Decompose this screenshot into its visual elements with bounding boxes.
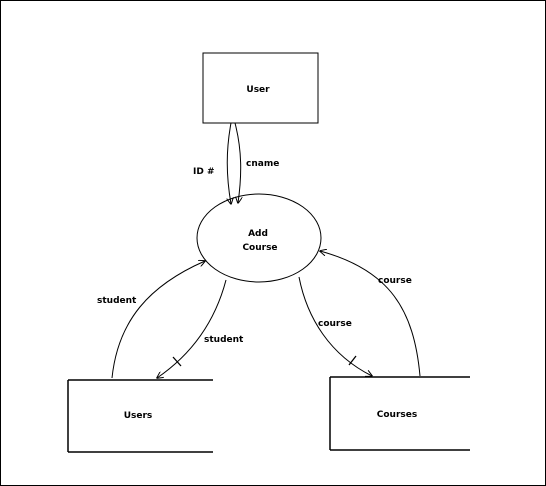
flow-student-out-tick bbox=[172, 356, 182, 367]
flow-student-in: student bbox=[97, 261, 205, 379]
user-entity-label: User bbox=[246, 85, 270, 95]
flow-student-in-arrow bbox=[111, 261, 205, 379]
add-course-ellipse bbox=[196, 193, 322, 283]
flow-course-in-arrow bbox=[320, 251, 421, 377]
flow-student-out-label: student bbox=[204, 335, 244, 345]
flow-cname: cname bbox=[234, 122, 279, 203]
flow-id-label: ID # bbox=[193, 167, 215, 177]
flow-student-out-arrow bbox=[157, 279, 227, 378]
user-entity-box bbox=[202, 52, 319, 124]
process-label-line1: Add bbox=[248, 229, 268, 239]
flow-course-out-arrow bbox=[298, 276, 372, 376]
flow-course-in-label: course bbox=[378, 276, 412, 286]
flow-student-in-label: student bbox=[97, 296, 137, 306]
flow-cname-arrow bbox=[234, 122, 241, 203]
flow-id-arrow bbox=[227, 122, 231, 204]
add-course-process: Add Course bbox=[196, 193, 322, 283]
flow-cname-label: cname bbox=[246, 159, 279, 169]
flow-course-out-tick bbox=[348, 355, 357, 366]
flow-id: ID # bbox=[193, 122, 231, 204]
flow-student-out: student bbox=[157, 279, 244, 378]
users-store-label: Users bbox=[124, 411, 153, 421]
user-entity: User bbox=[202, 52, 319, 124]
flow-course-in: course bbox=[320, 251, 421, 377]
courses-store: Courses bbox=[329, 376, 470, 451]
flow-course-out-label: course bbox=[318, 319, 352, 329]
flow-course-out: course bbox=[298, 276, 372, 376]
process-label-line2: Course bbox=[242, 243, 277, 253]
users-store: Users bbox=[67, 379, 213, 453]
courses-store-label: Courses bbox=[377, 410, 417, 420]
